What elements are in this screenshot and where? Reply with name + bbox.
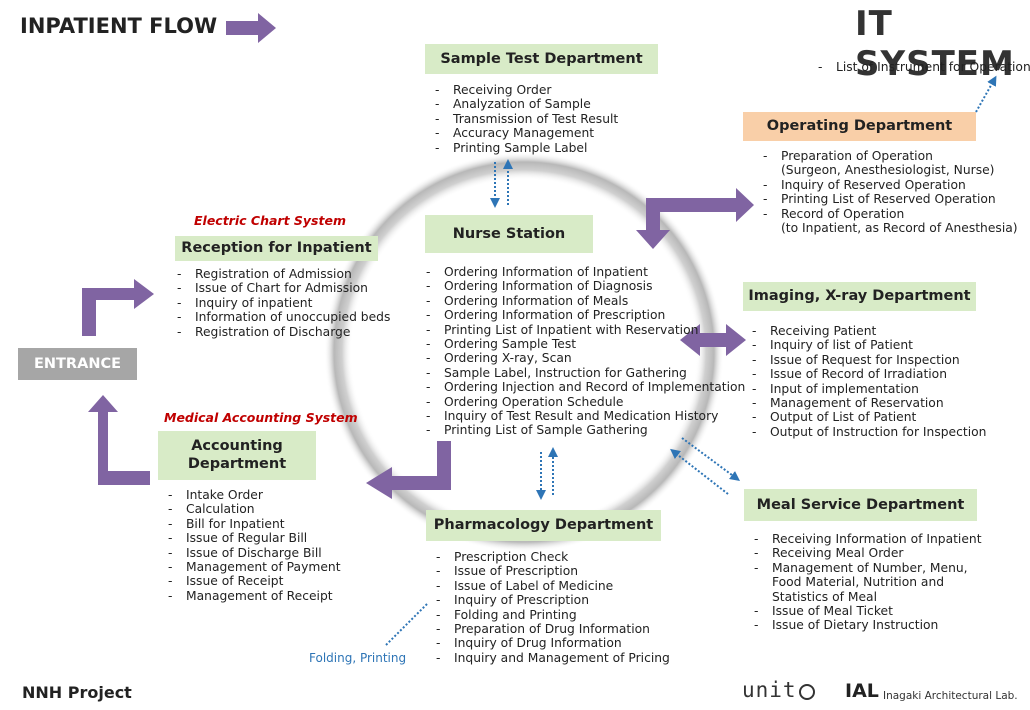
- accounting-to-entrance-arrow: [88, 395, 150, 485]
- nurse-station-list: Ordering Information of Inpatient Orderi…: [426, 265, 745, 438]
- list-item: Prescription Check: [436, 550, 670, 565]
- ial-full-name: Inagaki Architectural Lab.: [883, 690, 1018, 702]
- nurse-meal-link-b: [670, 448, 729, 495]
- operating-note-link: [975, 75, 997, 113]
- ial-logo: IAL: [845, 680, 879, 702]
- nurse-station-header: Nurse Station: [425, 215, 593, 253]
- list-item: Bill for Inpatient: [168, 517, 341, 532]
- project-label: NNH Project: [22, 683, 132, 702]
- list-item: Inquiry of Reserved Operation: [763, 178, 1018, 193]
- reception-header: Reception for Inpatient: [175, 236, 378, 261]
- list-item: Inquiry of Prescription: [436, 593, 670, 608]
- list-item: Printing Sample Label: [435, 141, 618, 156]
- list-item: Issue of Meal Ticket: [754, 604, 982, 619]
- list-item: Issue of Discharge Bill: [168, 546, 341, 561]
- list-item: Printing List of Reserved Operation: [763, 192, 1018, 207]
- list-item: Inquiry and Management of Pricing: [436, 651, 670, 666]
- list-item-continuation: Food Material, Nutrition and: [772, 575, 945, 590]
- list-item: Ordering Operation Schedule: [426, 395, 745, 410]
- list-item: Issue of Regular Bill: [168, 531, 341, 546]
- list-item: Management of Payment: [168, 560, 341, 575]
- operating-list: Preparation of Operation (Surgeon, Anest…: [763, 149, 1018, 235]
- list-item: Management of Number, Menu,: [754, 561, 982, 576]
- unito-logo-o: [799, 684, 815, 700]
- list-item: Output of Instruction for Inspection: [752, 425, 986, 440]
- list-item: Record of Operation: [763, 207, 1018, 222]
- nurse-to-operating-arrow: [636, 188, 754, 249]
- folding-printing-label: Folding, Printing: [309, 651, 407, 665]
- nurse-meal-link-a: [681, 437, 741, 481]
- list-item: Ordering Sample Test: [426, 337, 745, 352]
- list-item: Registration of Admission: [177, 267, 390, 282]
- list-item-continuation: Statistics of Meal: [772, 589, 878, 604]
- title-arrow: [226, 13, 276, 43]
- list-item: Issue of Request for Inspection: [752, 353, 986, 368]
- list-item: Ordering Information of Diagnosis: [426, 279, 745, 294]
- operating-note: List of Instrument for Operation: [818, 60, 1030, 75]
- list-item: Inquiry of Test Result and Medication Hi…: [426, 409, 745, 424]
- reception-list: Registration of Admission Issue of Chart…: [177, 267, 390, 339]
- entrance-to-reception-arrow: [82, 279, 154, 336]
- unito-logo: unit: [742, 678, 797, 702]
- list-item: Input of implementation: [752, 382, 986, 397]
- operating-header: Operating Department: [743, 112, 976, 141]
- list-item: Accuracy Management: [435, 126, 618, 141]
- list-item: Issue of Label of Medicine: [436, 579, 670, 594]
- list-item: Issue of Record of Irradiation: [752, 367, 986, 382]
- electric-chart-label: Electric Chart System: [194, 213, 346, 228]
- medical-accounting-label: Medical Accounting System: [164, 410, 358, 425]
- list-item: Ordering Injection and Record of Impleme…: [426, 380, 745, 395]
- meal-service-list: Receiving Information of Inpatient Recei…: [754, 532, 982, 633]
- list-item: Ordering X-ray, Scan: [426, 351, 745, 366]
- list-item: Issue of Prescription: [436, 564, 670, 579]
- list-item: Printing List of Sample Gathering: [426, 423, 745, 438]
- list-item: Management of Reservation: [752, 396, 986, 411]
- list-item: Information of unoccupied beds: [177, 310, 390, 325]
- list-item: Receiving Order: [435, 83, 618, 98]
- accounting-title-line1: Accounting: [191, 438, 283, 454]
- pharmacology-header: Pharmacology Department: [426, 510, 661, 541]
- list-item: Receiving Meal Order: [754, 546, 982, 561]
- list-item: Folding and Printing: [436, 608, 670, 623]
- list-item: Preparation of Operation: [763, 149, 1018, 164]
- list-item: Ordering Information of Meals: [426, 294, 745, 309]
- accounting-header: Accounting Department: [158, 431, 316, 480]
- folding-printing-link: [385, 602, 429, 646]
- list-item: Printing List of Inpatient with Reservat…: [426, 323, 745, 338]
- list-item: Analyzation of Sample: [435, 97, 618, 112]
- accounting-title-line2: Department: [187, 456, 287, 472]
- list-item: Registration of Discharge: [177, 325, 390, 340]
- list-item: Transmission of Test Result: [435, 112, 618, 127]
- list-item: Receiving Patient: [752, 324, 986, 339]
- list-item: Inquiry of inpatient: [177, 296, 390, 311]
- list-item: Receiving Information of Inpatient: [754, 532, 982, 547]
- list-item: Inquiry of list of Patient: [752, 338, 986, 353]
- list-item: Sample Label, Instruction for Gathering: [426, 366, 745, 381]
- pharmacology-list: Prescription Check Issue of Prescription…: [436, 550, 670, 666]
- imaging-header: Imaging, X-ray Department: [743, 282, 976, 311]
- list-item: Issue of Receipt: [168, 574, 341, 589]
- list-item: Calculation: [168, 502, 341, 517]
- entrance-box: ENTRANCE: [18, 348, 137, 380]
- imaging-list: Receiving Patient Inquiry of list of Pat…: [752, 324, 986, 440]
- list-item: Issue of Chart for Admission: [177, 281, 390, 296]
- list-item: Output of List of Patient: [752, 410, 986, 425]
- list-item: Management of Receipt: [168, 589, 341, 604]
- sample-test-list: Receiving Order Analyzation of Sample Tr…: [435, 83, 618, 155]
- page-title: INPATIENT FLOW: [20, 14, 218, 38]
- list-item: Ordering Information of Inpatient: [426, 265, 745, 280]
- list-item: Preparation of Drug Information: [436, 622, 670, 637]
- list-item: Inquiry of Drug Information: [436, 636, 670, 651]
- list-item: Intake Order: [168, 488, 341, 503]
- sample-test-header: Sample Test Department: [425, 44, 658, 74]
- accounting-list: Intake Order Calculation Bill for Inpati…: [168, 488, 341, 604]
- list-item-continuation: (Surgeon, Anesthesiologist, Nurse): [781, 163, 995, 178]
- nurse-to-accounting-arrow: [366, 441, 451, 499]
- list-item: Issue of Dietary Instruction: [754, 618, 982, 633]
- list-item-continuation: (to Inpatient, as Record of Anesthesia): [781, 221, 1018, 236]
- meal-service-header: Meal Service Department: [744, 489, 977, 521]
- list-item: Ordering Information of Prescription: [426, 308, 745, 323]
